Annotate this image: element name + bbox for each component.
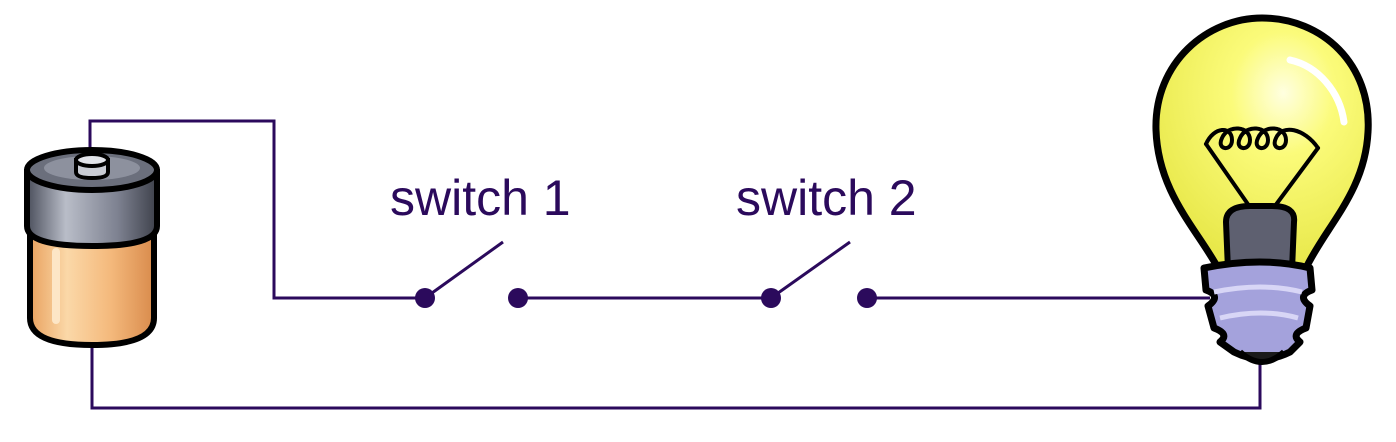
switch-2 xyxy=(761,240,877,308)
wires xyxy=(88,119,1262,410)
bulb-base xyxy=(1200,258,1316,363)
battery-icon xyxy=(24,147,160,349)
bulb-stem xyxy=(1222,203,1298,273)
bulb-highlight xyxy=(1286,56,1348,126)
battery-cap xyxy=(24,169,160,250)
switch-1-contact-right xyxy=(508,288,528,308)
switch-2-contact-right xyxy=(857,288,877,308)
switch-1-contact-left xyxy=(415,288,435,308)
battery-body xyxy=(27,217,157,349)
wire-bulb-to-battery xyxy=(90,342,1262,410)
wire-battery-to-switch-1 xyxy=(88,119,425,300)
bulb-base-thread-2 xyxy=(1219,310,1299,321)
switch-1-label: switch 1 xyxy=(390,170,571,226)
bulb-base-thread-1 xyxy=(1213,284,1303,295)
bulb-glass xyxy=(1152,14,1372,272)
bulb-filament xyxy=(1204,126,1320,212)
battery-terminal-top xyxy=(74,152,110,168)
bulb-tip xyxy=(1237,349,1287,365)
switch-2-contact-left xyxy=(761,288,781,308)
switch-2-label: switch 2 xyxy=(736,170,917,226)
switch-1 xyxy=(415,240,528,308)
light-bulb-icon xyxy=(1152,14,1372,365)
switch-2-lever xyxy=(770,240,851,300)
switch-1-lever xyxy=(424,240,504,300)
